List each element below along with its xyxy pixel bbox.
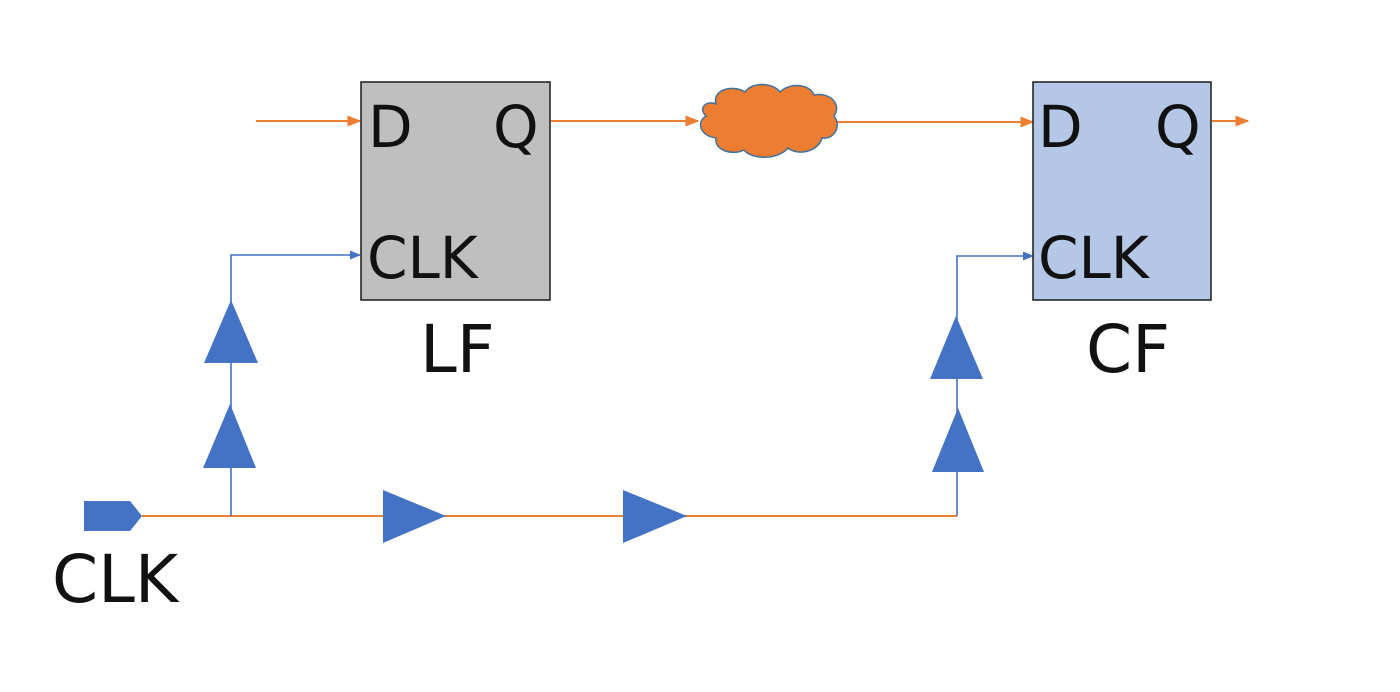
logic-cloud-shape: [699, 83, 838, 158]
buffer-triangle-icon: [203, 404, 256, 468]
lf-name-label: LF: [420, 311, 495, 388]
cf-pin-q: Q: [1155, 93, 1201, 161]
buffer-triangle-icon: [930, 316, 983, 379]
launch-clock-branch-wire: [230, 250, 362, 516]
capture-clock-branch-wire: [956, 251, 1035, 516]
lf-pin-clk: CLK: [367, 224, 480, 292]
buffer-triangle-icon: [623, 490, 687, 543]
buffer-triangle-icon: [932, 408, 984, 472]
clock-branches: [230, 250, 1035, 516]
combinational-logic-cloud-icon: [699, 83, 838, 158]
data-path: [142, 115, 1250, 517]
lf-pin-q: Q: [493, 93, 539, 161]
launch-branch-buffers: [203, 300, 258, 468]
clock-port-label: CLK: [52, 541, 180, 618]
main-path-buffers: [383, 490, 687, 543]
cf-pin-d: D: [1038, 93, 1083, 161]
cf-name-label: CF: [1086, 311, 1170, 388]
capture-branch-buffers: [930, 316, 984, 472]
buffer-triangle-icon: [204, 300, 258, 363]
input-port-icon: [84, 501, 142, 531]
lf-pin-d: D: [368, 93, 413, 161]
capture-flipflop-box: [1032, 81, 1212, 301]
launch-flipflop: D Q CLK LF: [360, 81, 551, 388]
launch-flipflop-box: [360, 81, 551, 301]
cf-pin-clk: CLK: [1038, 224, 1151, 292]
buffer-triangle-icon: [383, 490, 446, 543]
clock-input-port: CLK: [52, 501, 180, 618]
capture-flipflop: D Q CLK CF: [1032, 81, 1212, 388]
